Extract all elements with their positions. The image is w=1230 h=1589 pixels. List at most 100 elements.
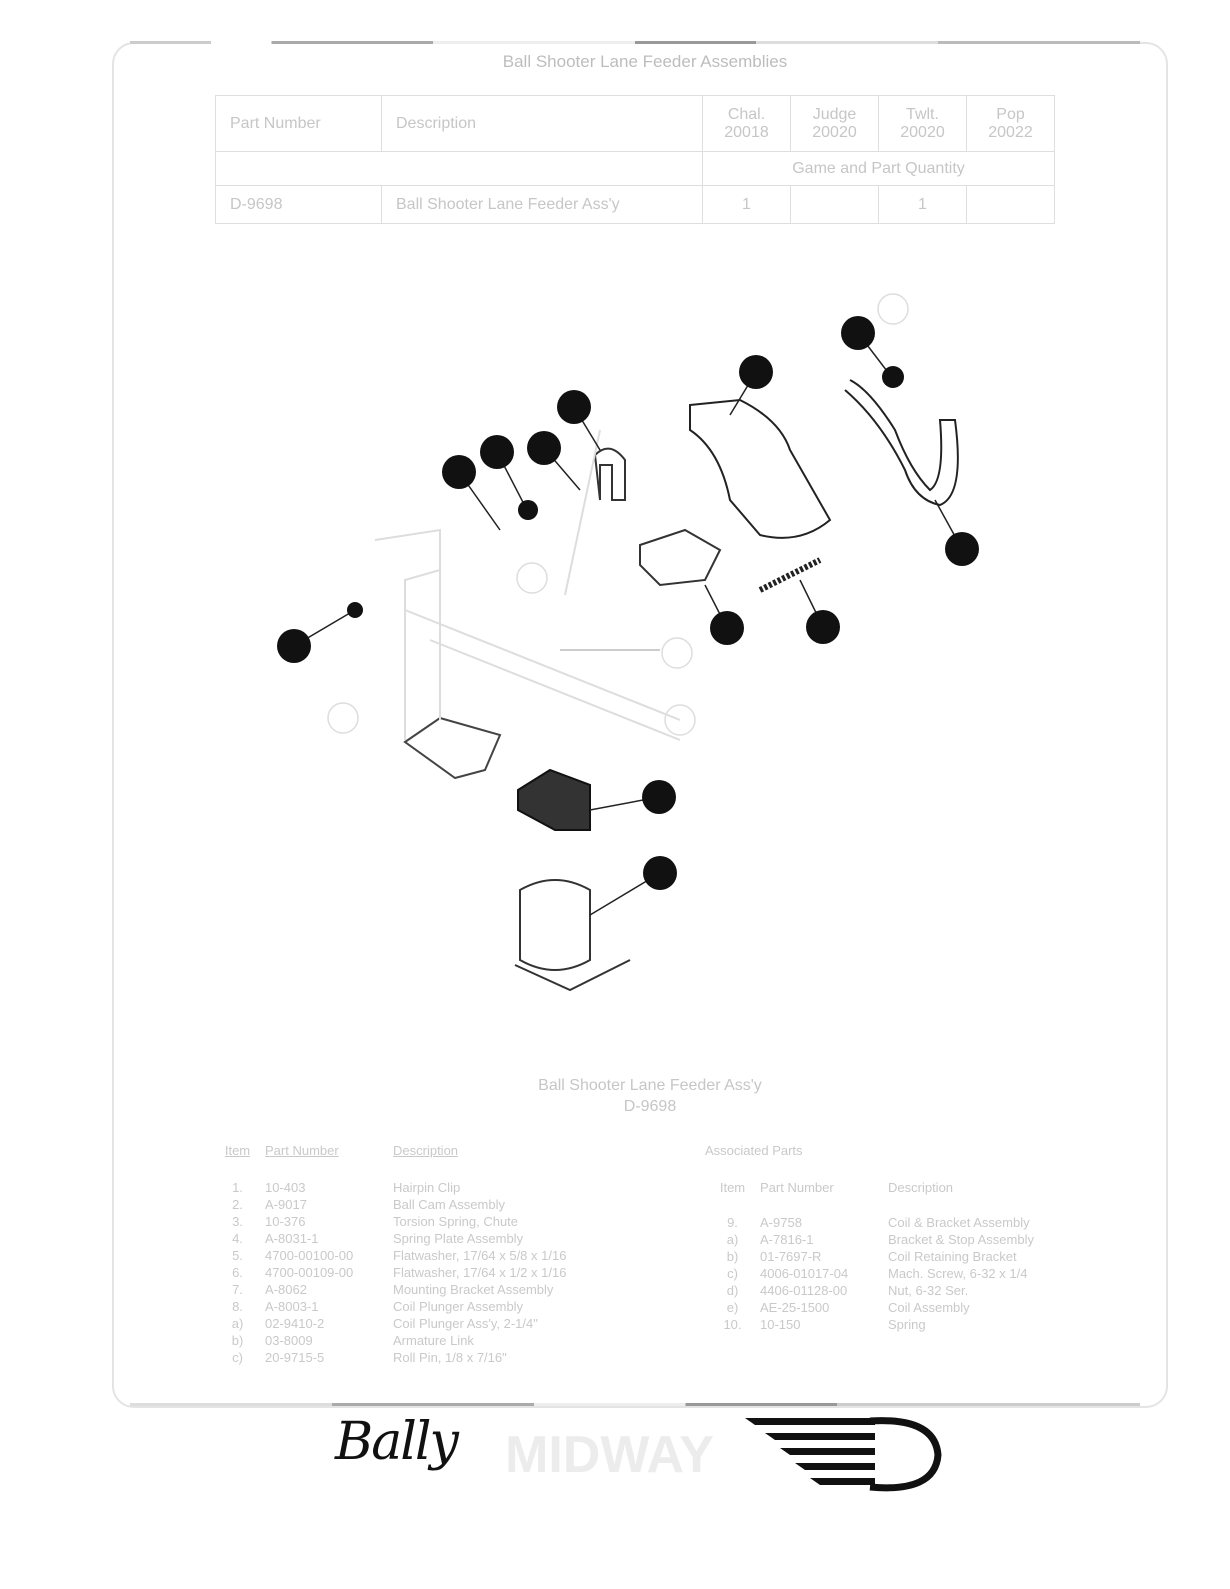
item-number: 6.	[232, 1265, 243, 1280]
item-number: d)	[726, 1283, 739, 1298]
callout-marker	[277, 629, 311, 663]
part-number: 4700-00109-00	[265, 1265, 354, 1280]
cell-qty	[790, 185, 879, 224]
part-number: 10-403	[265, 1180, 306, 1195]
callout-marker	[442, 455, 476, 489]
game-name: Twlt.	[906, 105, 939, 123]
part-description: Mach. Screw, 6-32 x 1/4	[888, 1266, 1028, 1281]
scan-edge-top	[130, 41, 1140, 44]
game-number: 20018	[724, 123, 769, 141]
part-description: Torsion Spring, Chute	[393, 1214, 519, 1229]
callout-marker	[806, 610, 840, 644]
part-number: AE-25-1500	[760, 1300, 830, 1315]
part-number: 03-8009	[265, 1333, 313, 1348]
callout-marker	[945, 532, 979, 566]
cell-description: Ball Shooter Lane Feeder Ass'y	[381, 185, 703, 224]
part-description: Coil & Bracket Assembly	[888, 1215, 1030, 1230]
base-plate	[403, 716, 502, 780]
callout-marker	[642, 780, 676, 814]
game-name: Chal.	[727, 105, 766, 123]
washer	[882, 366, 904, 388]
mounting-bracket	[639, 528, 722, 587]
part-number: A-8031-1	[265, 1231, 319, 1246]
part-number: A-8003-1	[265, 1299, 319, 1314]
parts-list-row: 1. 10-403 Hairpin Clip	[210, 1179, 566, 1196]
midway-wing-logo	[745, 1417, 942, 1492]
item-number: c)	[232, 1350, 243, 1365]
table-row: D-9698 Ball Shooter Lane Feeder Ass'y 1 …	[215, 185, 1055, 224]
item-number: c)	[727, 1266, 738, 1281]
callout-marker	[557, 390, 591, 424]
quantity-label: Game and Part Quantity	[702, 151, 1055, 186]
item-number: 8.	[232, 1299, 243, 1314]
part-description: Coil Retaining Bracket	[888, 1249, 1017, 1264]
coil-bracket	[517, 768, 591, 831]
item-number: b)	[231, 1333, 244, 1348]
callout-marker	[480, 435, 514, 469]
associated-label: Associated Parts	[705, 1143, 803, 1158]
ball-cam-part	[689, 398, 832, 539]
callout-marker	[710, 611, 744, 645]
cell-qty: 1	[878, 185, 967, 224]
caption-title: Ball Shooter Lane Feeder Ass'y	[538, 1077, 762, 1094]
spring-plate-part	[844, 379, 959, 507]
part-number: 10-376	[265, 1214, 306, 1229]
header-item: Item	[224, 1143, 251, 1158]
item-number: a)	[726, 1232, 739, 1247]
item-number: 7.	[232, 1282, 243, 1297]
part-number: 10-150	[760, 1317, 801, 1332]
game-number: 20020	[900, 123, 945, 141]
hairpin-clip	[593, 447, 626, 501]
part-number: 4700-00100-00	[265, 1248, 354, 1263]
item-number: 4.	[232, 1231, 243, 1246]
header-item: Item	[719, 1180, 746, 1195]
part-description: Roll Pin, 1/8 x 7/16"	[393, 1350, 507, 1365]
midway-logo: MIDWAY	[505, 1426, 714, 1484]
callout-marker	[643, 856, 677, 890]
item-number: a)	[231, 1316, 244, 1331]
header-part-number: Part Number	[265, 1143, 339, 1158]
cell-qty	[966, 185, 1055, 224]
part-number: A-7816-1	[760, 1232, 814, 1247]
bally-logo: Bally	[335, 1412, 459, 1472]
header-part-number: Part Number	[760, 1180, 834, 1195]
item-number: 1.	[232, 1180, 243, 1195]
nut	[347, 602, 363, 618]
part-number: 4006-01017-04	[760, 1266, 849, 1281]
associated-parts-list: Associated Parts Item Part Number Descri…	[705, 1142, 1034, 1333]
header-description: Description	[393, 1143, 459, 1158]
spring	[758, 557, 822, 593]
diagram-caption: Ball Shooter Lane Feeder Ass'y D-9698	[0, 1075, 1230, 1117]
callout-marker	[739, 355, 773, 389]
item-number: 2.	[232, 1197, 243, 1212]
header-description: Description	[888, 1180, 954, 1195]
parts-list-row: c) 4006-01017-04 Mach. Screw, 6-32 x 1/4	[705, 1265, 1034, 1282]
item-number: 9.	[727, 1215, 738, 1230]
header-game: Twlt.20020	[878, 95, 967, 152]
part-description: Spring Plate Assembly	[393, 1231, 524, 1246]
part-number: A-8062	[265, 1282, 307, 1297]
callout-marker	[527, 431, 561, 465]
part-description: Hairpin Clip	[393, 1180, 461, 1195]
game-name: Pop	[996, 105, 1025, 123]
part-number: 4406-01128-00	[760, 1283, 848, 1298]
item-number: e)	[726, 1300, 739, 1315]
part-number: A-9017	[265, 1197, 307, 1212]
cell-qty: 1	[702, 185, 791, 224]
callout-marker-faint	[516, 562, 548, 594]
part-description: Spring	[888, 1317, 926, 1332]
